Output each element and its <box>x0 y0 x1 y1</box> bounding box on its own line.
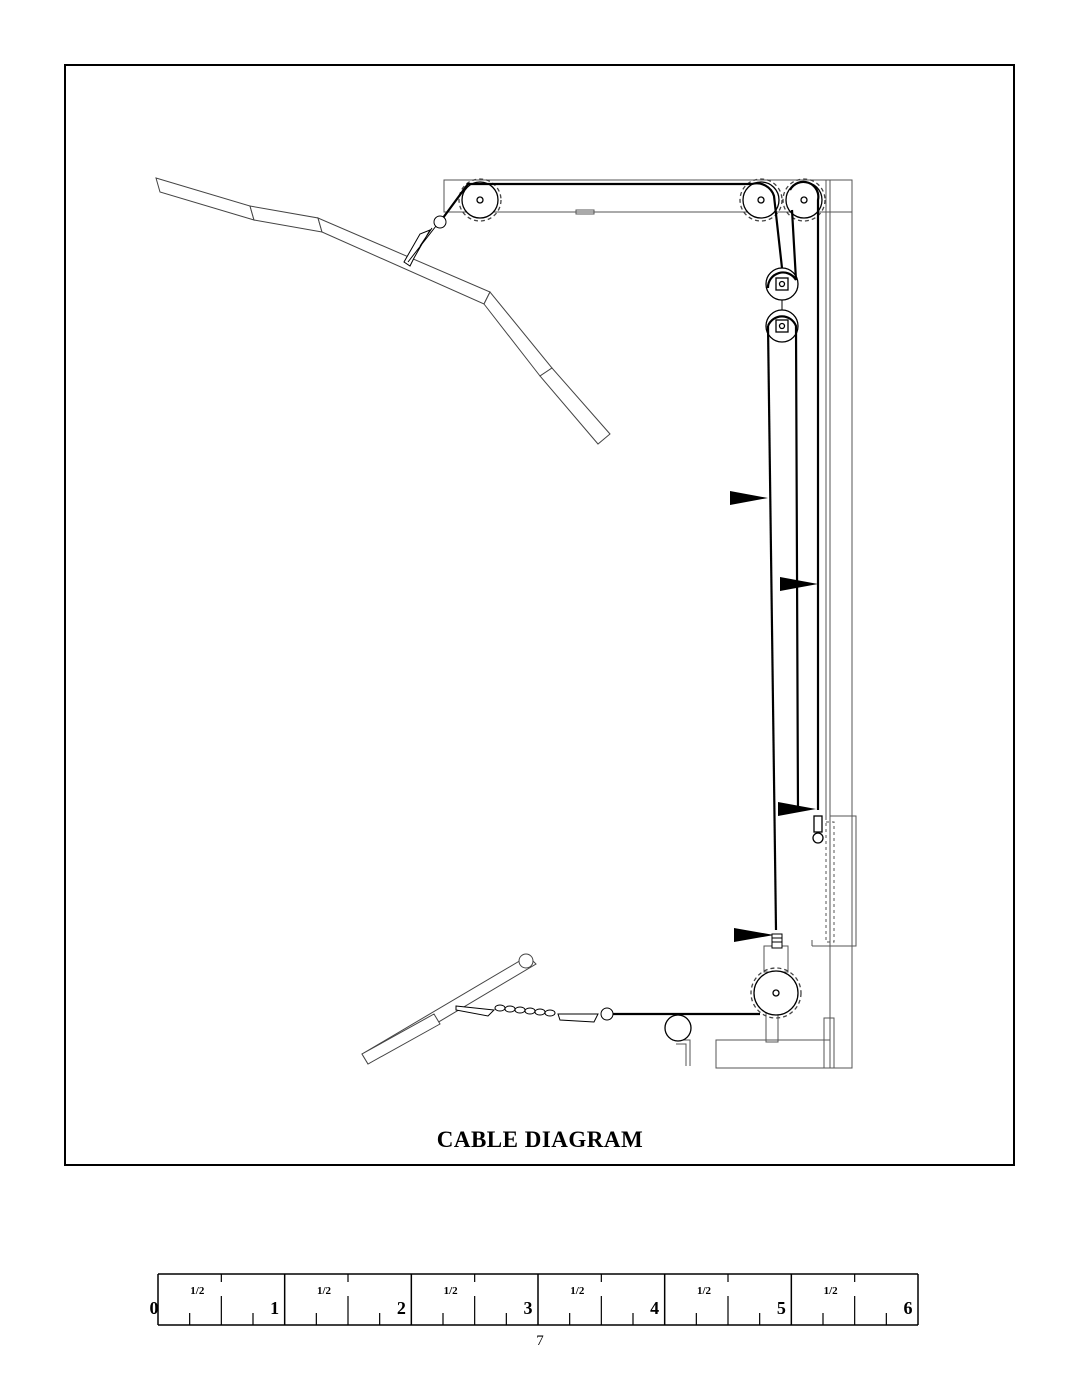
low-row-bar <box>361 953 537 1065</box>
ruler-number: 5 <box>777 1298 786 1318</box>
arrow-marker-1 <box>730 491 768 505</box>
snap-hook-low-a <box>455 1005 496 1017</box>
ruler-number: 0 <box>150 1298 159 1318</box>
cable-long-left <box>766 315 800 813</box>
pulley-floating-lower <box>765 309 799 343</box>
diagram-title: CABLE DIAGRAM <box>436 1127 644 1152</box>
ruler-number: 6 <box>904 1298 913 1318</box>
lat-bar <box>155 177 611 445</box>
ruler-number: 1 <box>270 1298 279 1318</box>
ruler-number: 2 <box>397 1298 406 1318</box>
diagram-frame <box>64 64 1015 1166</box>
ruler-number: 3 <box>524 1298 533 1318</box>
arrow-markers <box>730 491 818 942</box>
cable-ball-low <box>600 1007 614 1021</box>
cable-top <box>439 182 752 223</box>
pulley-floor <box>664 1014 692 1042</box>
low-bar-grip-left <box>361 1013 441 1065</box>
ruler-half-label: 1/2 <box>190 1285 205 1297</box>
cable-diagram <box>155 177 857 1069</box>
base-plate <box>715 1039 831 1069</box>
weight-carriage <box>829 815 857 947</box>
ruler-half-label: 1/2 <box>444 1285 459 1297</box>
page-number: 7 <box>536 1333 544 1349</box>
snap-hook-low-b <box>557 1013 599 1023</box>
right-upright <box>829 179 853 1069</box>
pulley-top-right-a <box>739 178 783 222</box>
chain <box>494 1004 556 1017</box>
cable-stop <box>771 933 783 949</box>
lat-bar-grip-right <box>539 367 611 445</box>
ruler-half-label: 1/2 <box>317 1285 332 1297</box>
snap-hook-top <box>403 225 437 267</box>
ruler-half-label: 1/2 <box>570 1285 585 1297</box>
arrow-marker-3 <box>778 802 816 816</box>
beam-bracket <box>575 209 595 215</box>
cable-ball-top <box>433 215 447 229</box>
scale-ruler: 0 1/2 1 1/2 2 1/2 3 1/2 4 1/2 5 1/2 6 <box>150 1273 919 1326</box>
ruler-half-label: 1/2 <box>697 1285 712 1297</box>
cable-loop-a <box>751 182 784 269</box>
ruler-half-label: 1/2 <box>824 1285 839 1297</box>
pulley-bottom <box>750 967 802 1019</box>
pulley-top-right-b <box>782 178 826 222</box>
ruler-number: 4 <box>650 1298 659 1318</box>
pulley-top-left <box>458 178 502 222</box>
arrow-marker-4 <box>734 928 774 942</box>
arrow-marker-2 <box>780 577 818 591</box>
